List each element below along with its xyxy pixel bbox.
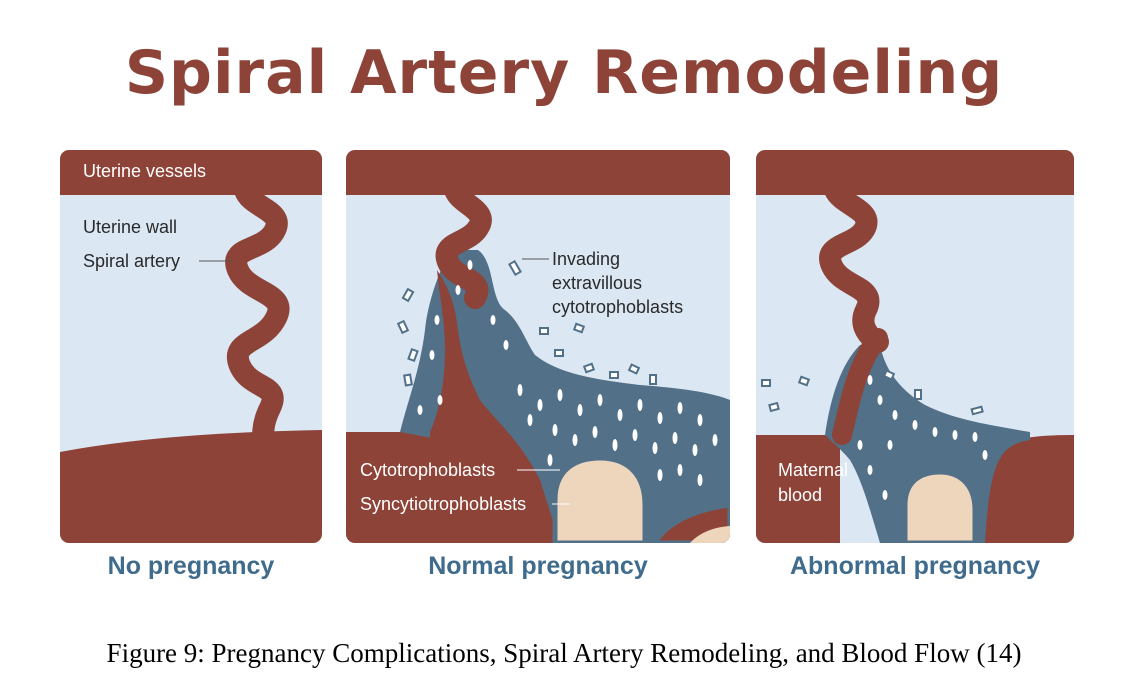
- decidua-left: [346, 432, 430, 543]
- panel-normal-pregnancy: [346, 150, 730, 543]
- panel-abnormal-pregnancy: [756, 150, 1074, 543]
- trophoblast-cells: [417, 260, 718, 486]
- caption-no-pregnancy: No pregnancy: [108, 552, 275, 580]
- label-cytotrophoblasts: Cytotrophoblasts: [360, 460, 495, 480]
- trophoblast-cells: [857, 375, 988, 500]
- invading-cells-scatter: [761, 369, 984, 416]
- label-invading-3: cytotrophoblasts: [552, 297, 683, 317]
- panel-no-pregnancy: [60, 150, 322, 543]
- trophoblast-invasion: [400, 250, 730, 543]
- uterine-vessels-band: [756, 150, 1074, 195]
- label-maternal-1: Maternal: [778, 460, 848, 480]
- chorionic-villus: [902, 469, 978, 543]
- uterine-vessels-band: [346, 150, 730, 195]
- figure-caption: Figure 9: Pregnancy Complications, Spira…: [106, 638, 1022, 668]
- label-syncytiotrophoblasts: Syncytiotrophoblasts: [360, 494, 526, 514]
- chorionic-villus: [552, 455, 648, 543]
- decidua-left: [756, 435, 840, 543]
- label-maternal-2: blood: [778, 485, 822, 505]
- label-invading-2: extravillous: [552, 273, 642, 293]
- caption-normal-pregnancy: Normal pregnancy: [428, 552, 648, 580]
- uterine-vessels-band: [60, 150, 322, 195]
- decidua-right: [985, 435, 1074, 543]
- invading-cells-scatter: [396, 259, 657, 387]
- label-uterine-vessels: Uterine vessels: [83, 161, 206, 181]
- decidua-base: [60, 430, 322, 543]
- trophoblast-band: [825, 345, 1030, 543]
- label-uterine-wall: Uterine wall: [83, 217, 177, 237]
- label-invading-1: Invading: [552, 249, 620, 269]
- diagram-title: Spiral Artery Remodeling: [124, 38, 1004, 108]
- spiral-artery: [819, 179, 889, 353]
- remodeled-artery-funnel: [430, 270, 560, 543]
- caption-abnormal-pregnancy: Abnormal pregnancy: [790, 552, 1040, 580]
- chorionic-villus-right: [690, 526, 730, 543]
- spiral-artery: [225, 179, 290, 463]
- spiral-artery-upper: [435, 179, 492, 309]
- label-spiral-artery: Spiral artery: [83, 251, 180, 271]
